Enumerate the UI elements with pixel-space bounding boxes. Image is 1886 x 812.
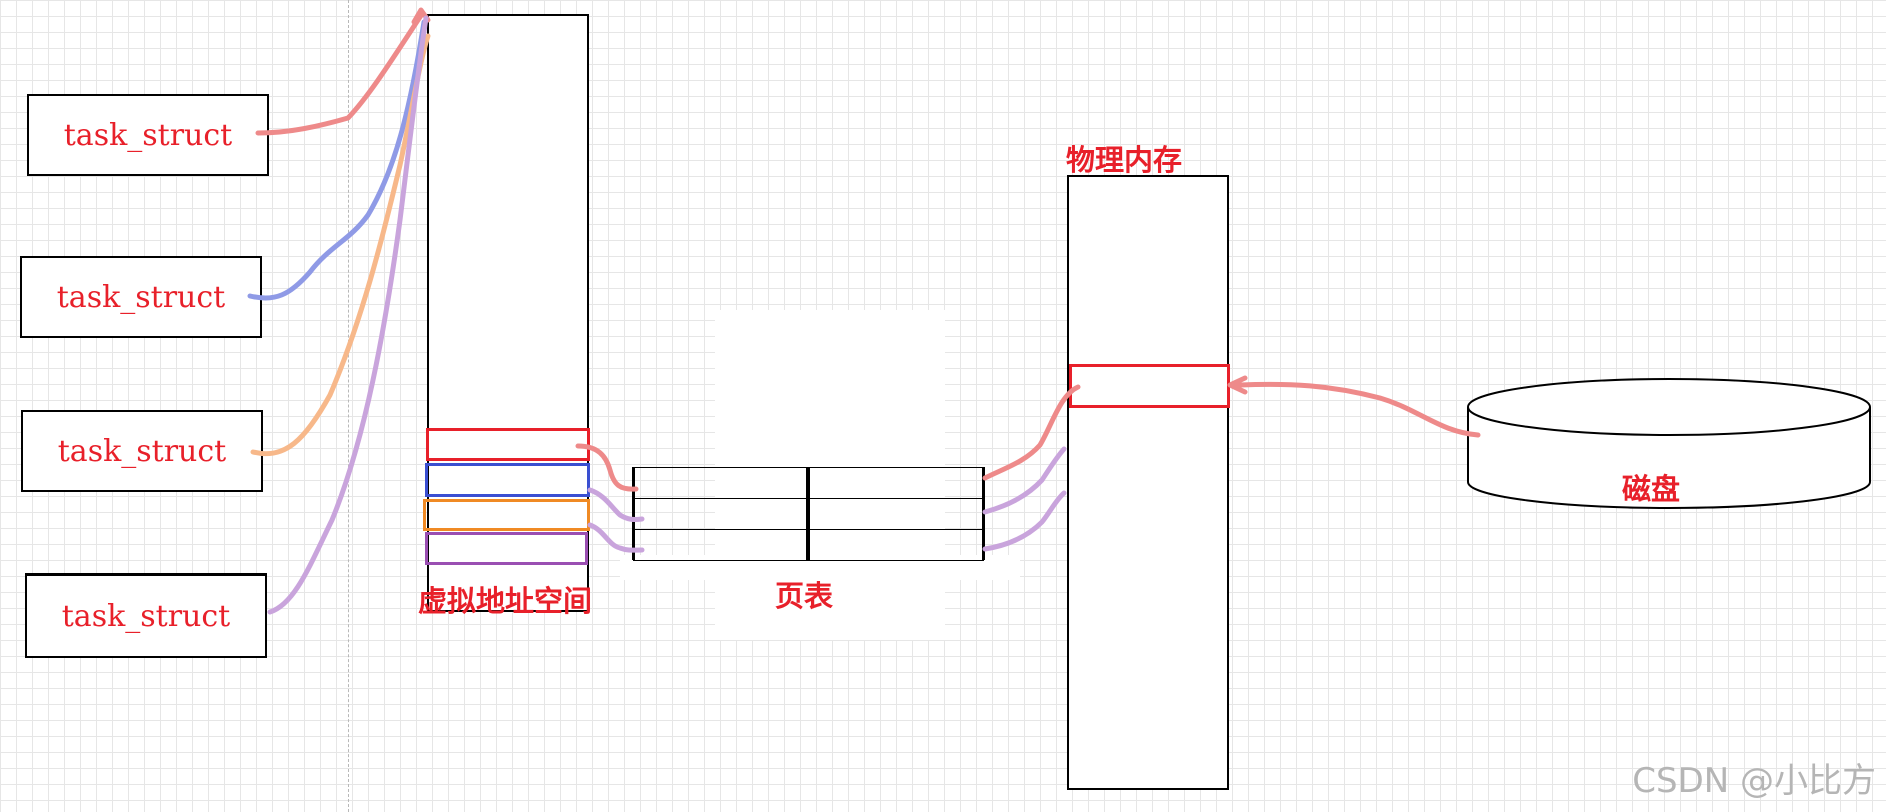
link-pt-to-mem-purple-2 (982, 490, 1067, 552)
watermark: CSDN @小比方 (1632, 761, 1876, 801)
vas-segment-purple (425, 532, 588, 565)
task-struct-label: task_struct (57, 433, 227, 469)
page-table-col-line (806, 467, 810, 560)
disk-label: 磁盘 (1622, 472, 1681, 506)
page-table-col-line (632, 467, 635, 560)
page-table-label: 页表 (775, 579, 834, 613)
vas-segment-blue (425, 463, 590, 497)
link-task1-red (255, 11, 425, 136)
link-pt-to-mem-purple-1 (982, 446, 1067, 515)
task-struct-box-2: task_struct (20, 256, 262, 338)
dashed-guide-line (348, 0, 349, 812)
page-table-row-line (633, 560, 984, 561)
physical-memory (1067, 175, 1229, 790)
vas-segment-red (426, 428, 590, 461)
disk-cylinder (1467, 378, 1871, 509)
link-disk-to-frame-arrowhead (1227, 375, 1248, 395)
page-table-background (715, 310, 945, 640)
task-struct-box-1: task_struct (27, 94, 269, 176)
link-pt-to-frame-red (982, 384, 1081, 481)
task-struct-box-4: task_struct (25, 573, 267, 658)
link-vas-red-to-pt (575, 443, 639, 492)
link-task2-blue (247, 19, 427, 301)
vas-segment-orange (423, 499, 590, 531)
link-vas-purple-to-pt (587, 522, 645, 553)
link-disk-to-frame (1228, 381, 1481, 438)
physical-memory-label: 物理内存 (1066, 143, 1183, 177)
page-table-background-wide (620, 555, 1020, 580)
virtual-address-space (427, 14, 589, 612)
link-vas-blue-to-pt (587, 487, 645, 522)
task-struct-label: task_struct (56, 279, 226, 315)
task-struct-label: task_struct (61, 598, 231, 634)
virtual-address-space-label: 虚拟地址空间 (418, 584, 593, 618)
task-struct-label: task_struct (63, 117, 233, 153)
link-task4-purple (267, 15, 429, 615)
